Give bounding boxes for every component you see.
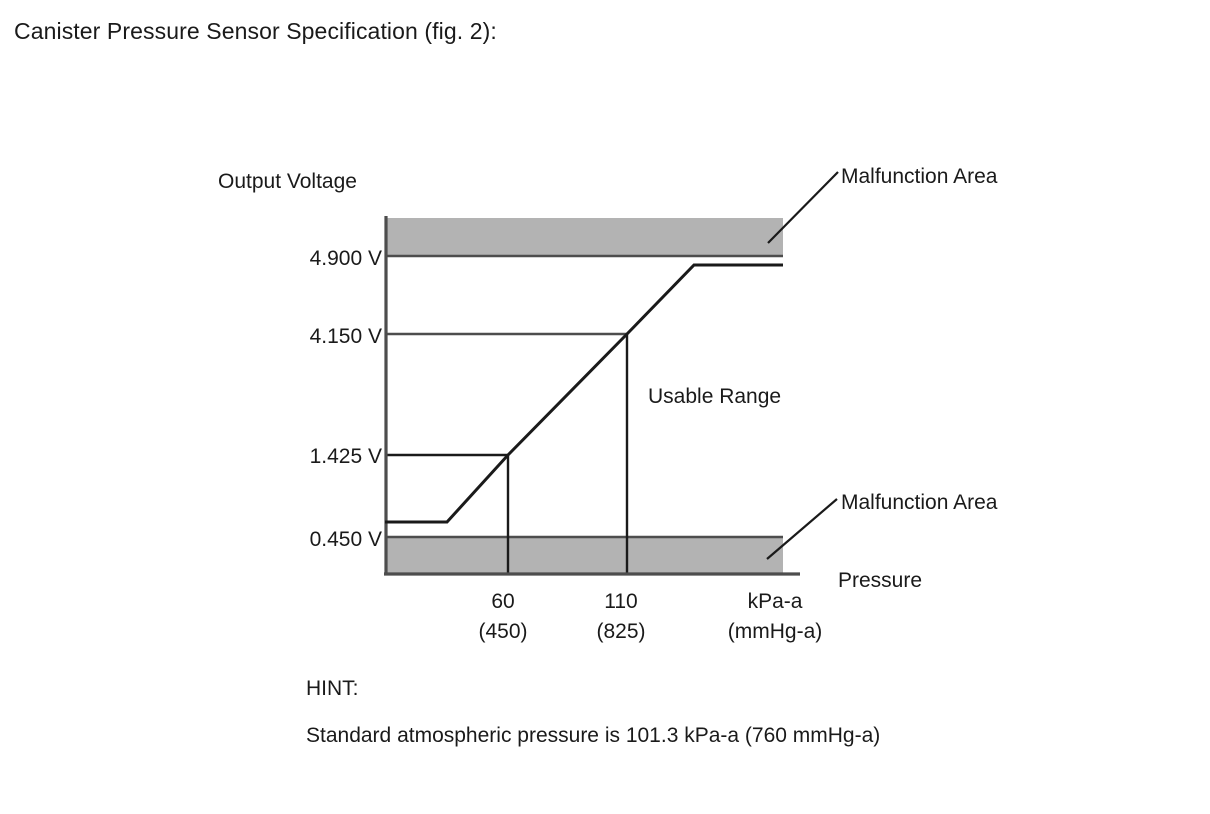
page-title: Canister Pressure Sensor Specification (… — [14, 18, 497, 44]
y-tick-label-4900: 4.900 V — [309, 247, 382, 270]
malfunction-area-bottom-label: Malfunction Area — [841, 491, 998, 514]
y-axis-title: Output Voltage — [218, 170, 357, 193]
x-tick-110-secondary: (825) — [596, 620, 646, 643]
leader-line-malfunction-bottom — [766, 498, 838, 560]
malfunction-area-top-label: Malfunction Area — [841, 165, 998, 188]
leader-line-malfunction-top — [767, 171, 839, 244]
y-tick-label-1425: 1.425 V — [309, 445, 382, 468]
x-tick-label-60: 60 (450) — [428, 590, 578, 644]
y-tick-label-4150: 4.150 V — [309, 325, 382, 348]
x-unit-secondary: (mmHg-a) — [727, 620, 823, 643]
sensor-output-curve — [385, 263, 783, 524]
malfunction-band-top — [385, 218, 783, 256]
x-tick-label-110: 110 (825) — [546, 590, 696, 644]
hint-label: HINT: — [306, 677, 359, 700]
x-tick-110-primary: 110 — [604, 590, 638, 613]
usable-range-label: Usable Range — [648, 385, 782, 408]
x-axis-unit-label: kPa-a (mmHg-a) — [700, 590, 850, 644]
x-tick-60-primary: 60 — [491, 590, 515, 613]
y-tick-label-0450: 0.450 V — [309, 528, 382, 551]
x-tick-60-secondary: (450) — [478, 620, 528, 643]
x-axis-title: Pressure — [838, 569, 923, 592]
x-unit-primary: kPa-a — [747, 590, 803, 613]
hint-text: Standard atmospheric pressure is 101.3 k… — [306, 724, 881, 747]
malfunction-band-bottom — [385, 537, 783, 574]
